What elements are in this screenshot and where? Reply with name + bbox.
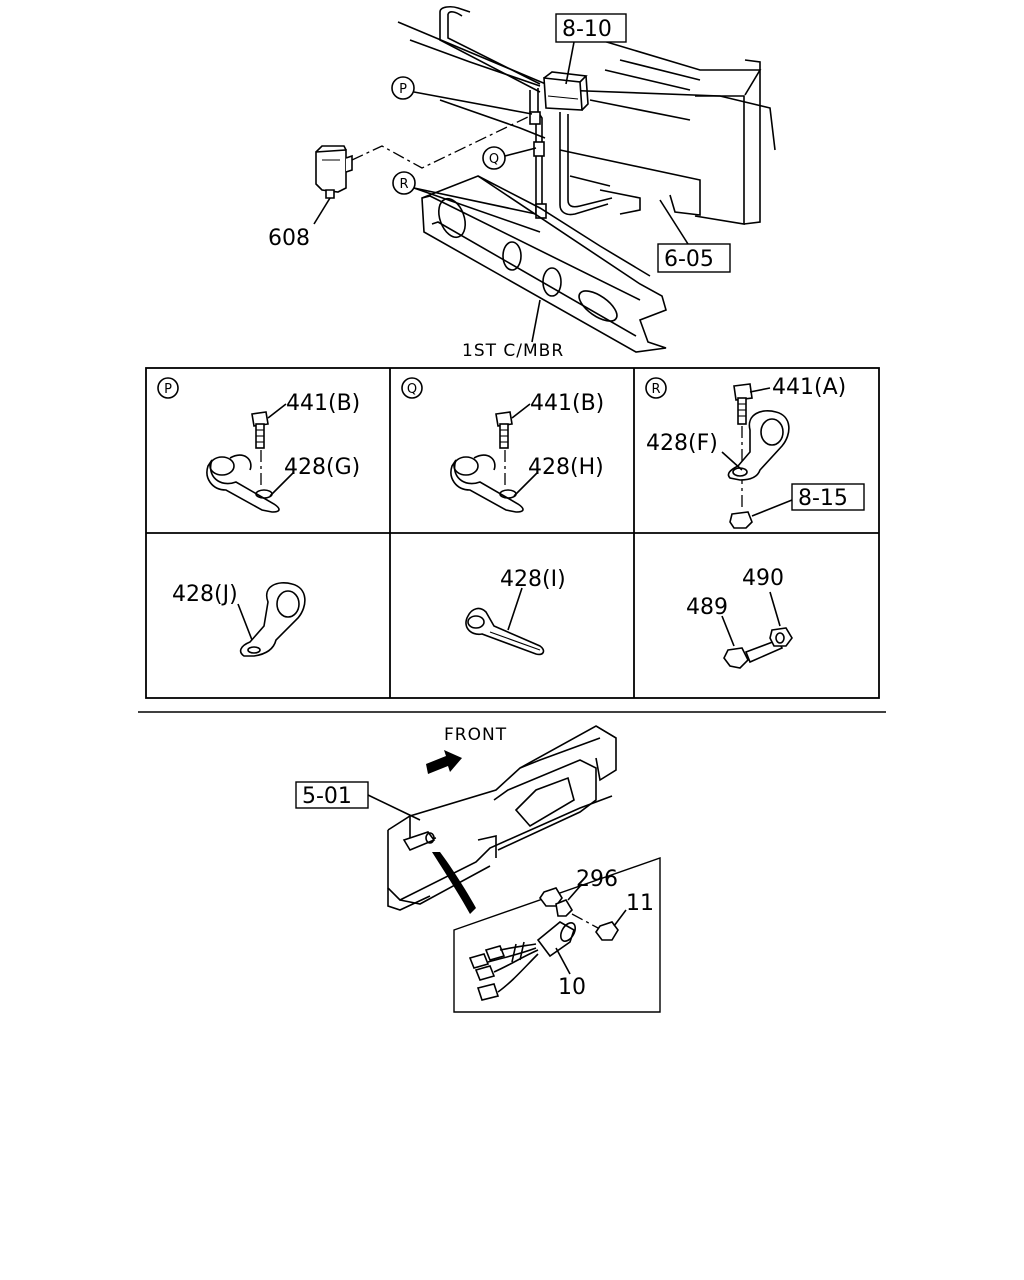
clip-icon (239, 582, 306, 657)
crossmember (421, 175, 667, 353)
label-489: 489 (686, 595, 728, 620)
junction-box (543, 71, 589, 111)
cell-q: Q 441(B) 428(H) (401, 377, 604, 513)
bolt-icon (251, 411, 269, 449)
clip-icon (450, 454, 524, 513)
callout-r: R (392, 171, 541, 233)
cell-i-clip-label: 428(I) (500, 567, 566, 592)
frame-rail (387, 725, 617, 911)
nut-icon (729, 511, 753, 529)
label-490: 490 (742, 566, 784, 591)
cell-i: 428(I) (465, 567, 566, 656)
cell-q-bolt-label: 441(B) (530, 391, 604, 416)
nut-296-icon (539, 887, 574, 917)
detail-pointer (432, 852, 476, 914)
bolt-icon (495, 411, 513, 449)
label-11: 11 (626, 891, 654, 916)
cell-j: 428(J) (172, 582, 306, 657)
ref-8-15: 8-15 (798, 486, 848, 511)
cell-r-clip-label: 428(F) (646, 431, 718, 456)
cell-q-callout: Q (407, 382, 417, 397)
clip-icon (206, 454, 280, 513)
clip-icon (727, 410, 790, 481)
cell-p-bolt-label: 441(B) (286, 391, 360, 416)
ref-6-05: 6-05 (664, 247, 714, 272)
label-10: 10 (558, 975, 586, 1000)
cell-bolts: 489 490 (686, 566, 793, 669)
cell-p-clip-label: 428(G) (284, 455, 360, 480)
cell-r-callout: R (651, 382, 660, 397)
callout-p: P (391, 76, 533, 115)
ref-box-6-05: 6-05 (657, 199, 731, 273)
ref-box-8-10: 8-10 (555, 13, 627, 85)
front-arrow-icon (426, 750, 462, 774)
callout-p-letter: P (399, 82, 407, 97)
cell-p-callout: P (164, 382, 172, 397)
callout-q: Q (482, 146, 537, 170)
label-608: 608 (268, 226, 310, 251)
sensor-10-icon (536, 921, 577, 958)
bottom-assembly-view: FRONT 5-01 (295, 725, 661, 1013)
harness-clips (529, 111, 547, 219)
parts-table: P 441(B) 428(G) Q (145, 367, 880, 699)
cell-r-bolt-label: 441(A) (772, 375, 846, 400)
ref-8-10: 8-10 (562, 17, 612, 42)
relay-608: 608 (268, 145, 353, 251)
cell-p: P 441(B) 428(G) (157, 377, 360, 513)
label-296: 296 (576, 867, 618, 892)
front-label: FRONT (444, 725, 507, 745)
clip-icon (465, 607, 545, 656)
washer-490-icon (769, 627, 793, 647)
top-assembly-view: 608 8-10 6-05 P Q R (268, 6, 776, 361)
callout-r-letter: R (399, 177, 408, 192)
crossmember-label: 1ST C/MBR (462, 341, 564, 361)
cab-outline (397, 21, 776, 225)
cell-r: R 441(A) 428(F) 8-15 (645, 375, 865, 529)
connector-icons (468, 941, 539, 1001)
bolt-11-icon (571, 913, 619, 941)
bolt-icon (733, 383, 753, 425)
sensor-detail-inset: 296 11 10 (453, 857, 661, 1013)
cell-j-clip-label: 428(J) (172, 582, 238, 607)
ref-5-01: 5-01 (302, 784, 352, 809)
callout-q-letter: Q (489, 152, 499, 167)
cell-q-clip-label: 428(H) (528, 455, 604, 480)
